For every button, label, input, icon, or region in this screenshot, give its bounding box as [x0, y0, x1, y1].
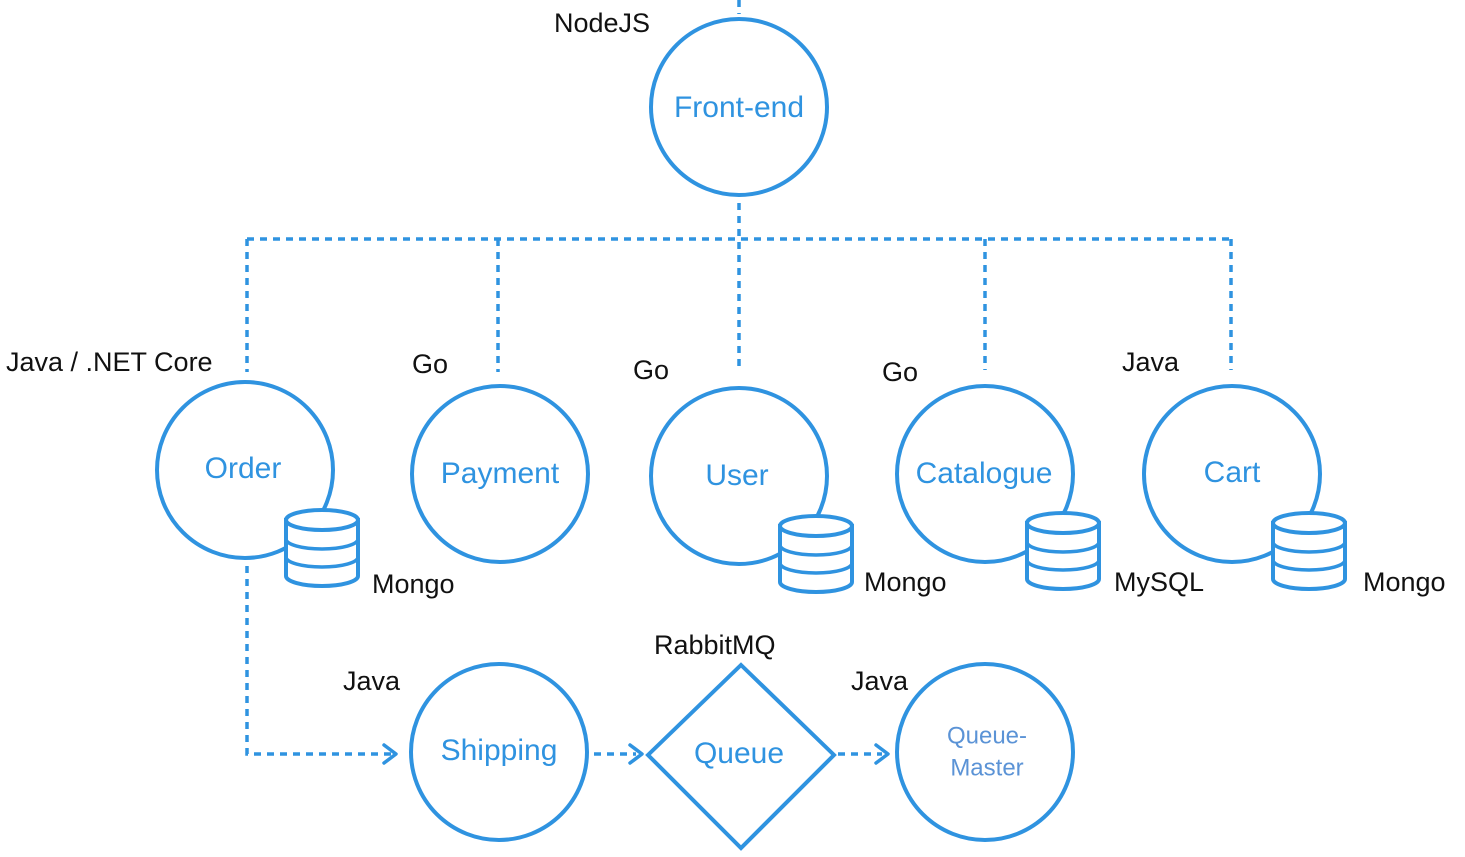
queue-master-tech-label: Java — [851, 666, 909, 696]
order-to-shipping-arrowhead — [382, 743, 398, 765]
cart-circle — [1142, 384, 1322, 564]
cart-label: Cart — [1204, 456, 1261, 489]
catalogue-db-label: MySQL — [1114, 567, 1204, 597]
user-label: User — [705, 459, 768, 492]
shipping-label: Shipping — [441, 734, 558, 767]
queue-tech-label: RabbitMQ — [654, 630, 776, 660]
user-circle — [649, 386, 829, 566]
frontend-circle — [649, 17, 829, 197]
shipping-node: Shipping Java — [343, 662, 589, 842]
queue-diamond — [645, 662, 837, 851]
catalogue-label: Catalogue — [916, 457, 1053, 490]
frontend-tech-label: NodeJS — [554, 8, 650, 38]
database-icon — [284, 508, 360, 588]
order-circle — [155, 380, 335, 560]
payment-node: Payment Go — [410, 349, 590, 564]
shipping-to-queue-arrowhead — [628, 743, 644, 765]
frontend-label: Front-end — [674, 91, 804, 124]
payment-circle — [410, 384, 590, 564]
order-label: Order — [205, 452, 282, 485]
user-db-label: Mongo — [864, 567, 947, 597]
catalogue-node: Catalogue Go MySQL — [882, 357, 1204, 597]
connectors — [245, 0, 1233, 765]
frontend-node: Front-end NodeJS — [554, 8, 829, 197]
queue-to-queue-master-arrowhead — [874, 743, 890, 765]
queue-node: Queue RabbitMQ — [645, 630, 837, 851]
cart-db-label: Mongo — [1363, 567, 1446, 597]
queue-master-label-line1: Queue- — [947, 722, 1027, 749]
payment-label: Payment — [441, 457, 560, 490]
queue-master-node: Queue- Master Java — [851, 662, 1075, 842]
queue-master-circle — [895, 662, 1075, 842]
queue-master-label-line2: Master — [950, 754, 1023, 781]
database-icon — [778, 514, 854, 594]
shipping-circle — [409, 662, 589, 842]
queue-label: Queue — [694, 737, 784, 770]
user-node: User Go Mongo — [633, 355, 947, 597]
shipping-tech-label: Java — [343, 666, 401, 696]
order-db-label: Mongo — [372, 569, 455, 599]
payment-tech-label: Go — [412, 349, 448, 379]
database-icon — [1025, 511, 1101, 591]
catalogue-tech-label: Go — [882, 357, 918, 387]
order-tech-label: Java / .NET Core — [6, 347, 213, 377]
catalogue-circle — [895, 384, 1075, 564]
user-tech-label: Go — [633, 355, 669, 385]
order-to-shipping-connector — [245, 566, 392, 756]
cart-node: Cart Java Mongo — [1122, 347, 1446, 597]
cart-tech-label: Java — [1122, 347, 1180, 377]
order-node: Order Java / .NET Core Mongo — [6, 347, 455, 599]
database-icon — [1271, 511, 1347, 591]
